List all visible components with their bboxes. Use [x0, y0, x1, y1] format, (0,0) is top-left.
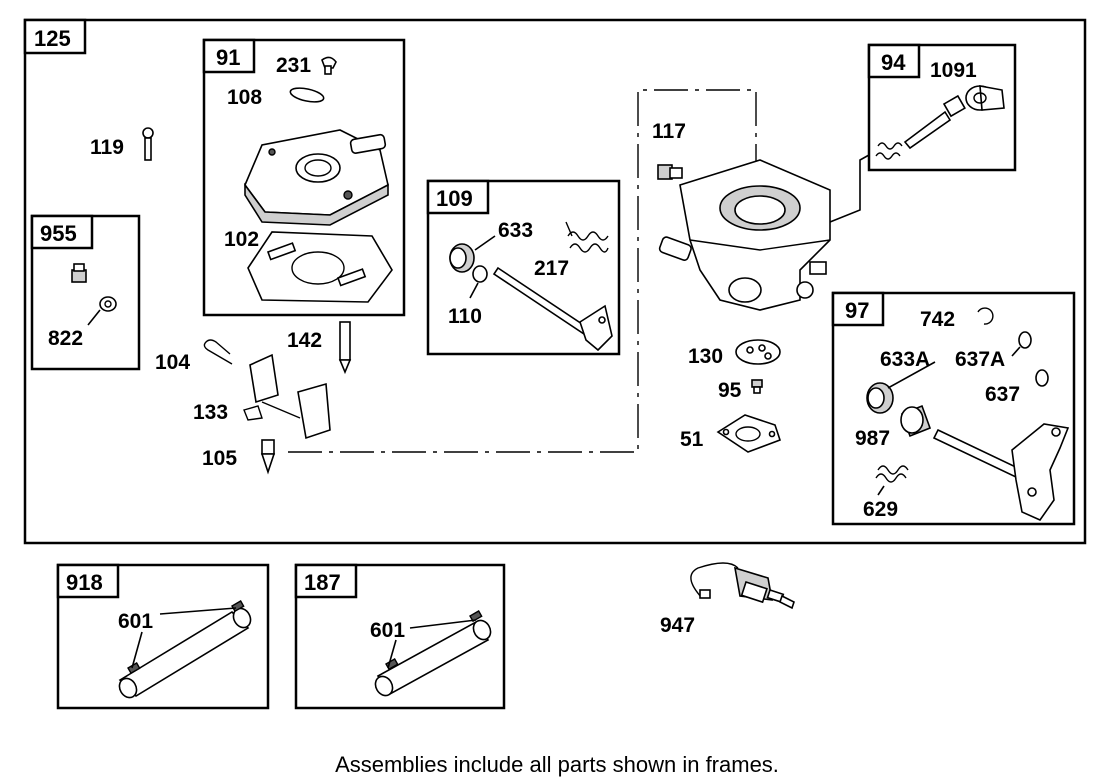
- label-601-frame187: 601: [370, 619, 405, 642]
- label-947: 947: [660, 614, 695, 637]
- plug-955-part: [71, 263, 87, 283]
- frame-125-tagbox: [23, 18, 87, 55]
- gasket-108-part: [289, 87, 325, 103]
- needle-connector-line: [829, 154, 870, 223]
- leader-633a: [887, 361, 936, 389]
- bushing-987-part: [900, 404, 932, 438]
- label-105: 105: [202, 447, 237, 470]
- washer-110-part: [472, 265, 488, 283]
- frame-918-tagbox: [56, 563, 120, 599]
- needle-valve-part: [875, 94, 966, 160]
- frame-125-tag: 125: [34, 26, 71, 51]
- label-633a: 633A: [880, 348, 930, 371]
- clip-742-part: [977, 307, 994, 325]
- needle-142-part: [338, 321, 352, 375]
- frame-91-tagbox: [202, 38, 256, 74]
- frame-918: [56, 563, 270, 710]
- spring-217-part: [565, 221, 609, 253]
- label-822: 822: [48, 327, 83, 350]
- label-1091: 1091: [930, 59, 977, 82]
- diaphragm-130-part: [735, 339, 781, 365]
- footer-note: Assemblies include all parts shown in fr…: [335, 752, 779, 777]
- frame-97-tagbox: [831, 291, 885, 327]
- leader-110: [469, 282, 479, 299]
- fuel-tube-187-part: [374, 610, 492, 697]
- label-231: 231: [276, 54, 311, 77]
- cap-1091-part: [965, 85, 1005, 111]
- leader-601a-2: [131, 631, 143, 669]
- screw-117-part: [657, 164, 683, 180]
- choke-shaft-part: [932, 423, 1070, 521]
- frame-94-tagbox: [867, 43, 921, 79]
- fuel-tube-918-part: [118, 600, 252, 699]
- label-633: 633: [498, 219, 533, 242]
- washer-637-part: [1035, 369, 1049, 387]
- label-133: 133: [193, 401, 228, 424]
- frame-187: [294, 563, 506, 710]
- label-217: 217: [534, 257, 569, 280]
- gasket-51-part: [716, 414, 782, 453]
- float-133-part: [243, 353, 331, 440]
- frame-955-tagbox: [30, 214, 94, 250]
- frame-187-tag: 187: [304, 570, 341, 595]
- label-629: 629: [863, 498, 898, 521]
- label-742: 742: [920, 308, 955, 331]
- screw-95-part: [751, 379, 763, 394]
- label-104: 104: [155, 351, 190, 374]
- frame-94: [867, 43, 1017, 172]
- screw-231-part: [321, 56, 337, 75]
- frame-109-tag: 109: [436, 186, 473, 211]
- needle-105-part: [260, 439, 276, 475]
- carburetor-body-part: [658, 159, 831, 311]
- pin-104-part: [203, 339, 233, 365]
- throttle-shaft-part: [492, 266, 613, 352]
- frame-97: [831, 291, 1076, 526]
- label-117: 117: [652, 120, 686, 143]
- frame-109: [426, 179, 621, 356]
- bushing-633a-part: [866, 382, 894, 414]
- leader-822: [87, 309, 101, 326]
- assembly-connector-line: [288, 89, 757, 453]
- label-110: 110: [448, 305, 482, 328]
- frame-91-tag: 91: [216, 45, 240, 70]
- leader-637a: [1011, 346, 1021, 357]
- label-108: 108: [227, 86, 262, 109]
- label-130: 130: [688, 345, 723, 368]
- leader-601b-1: [409, 619, 477, 629]
- gasket-plate-102-part: [247, 231, 393, 303]
- frame-91: [202, 38, 406, 317]
- label-637a: 637A: [955, 348, 1005, 371]
- leader-633: [474, 235, 496, 251]
- leader-601b-2: [387, 639, 397, 669]
- bushing-633-part: [449, 243, 475, 273]
- washer-637a-part: [1018, 331, 1032, 349]
- label-102: 102: [224, 228, 259, 251]
- solenoid-947-part: [690, 562, 795, 610]
- frame-187-tagbox: [294, 563, 358, 599]
- label-51: 51: [680, 428, 704, 451]
- label-637: 637: [985, 383, 1020, 406]
- label-95: 95: [718, 379, 742, 402]
- frame-955-tag: 955: [40, 221, 77, 246]
- frame-109-tagbox: [426, 179, 490, 215]
- label-119: 119: [90, 136, 124, 159]
- frame-125: [23, 18, 1087, 545]
- spring-629-part: [875, 465, 909, 496]
- frame-918-tag: 918: [66, 570, 103, 595]
- carburetor-cover-part: [244, 129, 389, 226]
- screw-119-part: [142, 127, 154, 161]
- frame-97-tag: 97: [845, 298, 869, 323]
- label-142: 142: [287, 329, 322, 352]
- washer-822-part: [99, 296, 117, 312]
- label-987: 987: [855, 427, 890, 450]
- frame-94-tag: 94: [881, 50, 906, 75]
- leader-601a-1: [159, 607, 237, 615]
- label-601-frame918: 601: [118, 610, 153, 633]
